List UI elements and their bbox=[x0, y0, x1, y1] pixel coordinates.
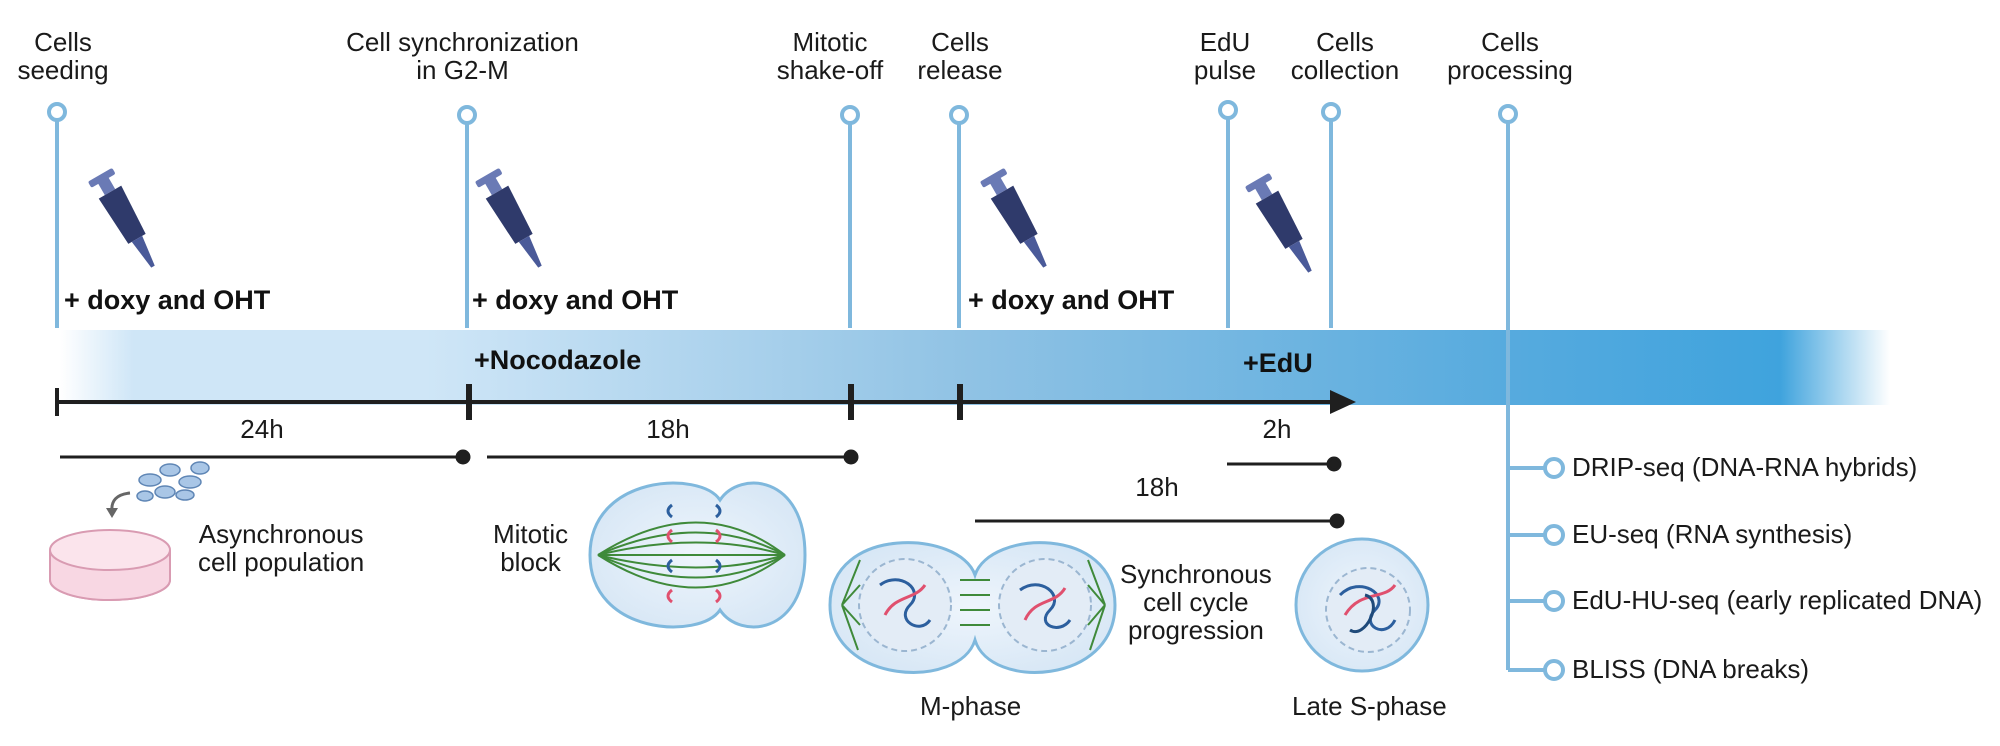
duration-label-18h-block: 18h bbox=[646, 414, 690, 444]
output-branches bbox=[1508, 457, 1565, 681]
pipette-icon bbox=[980, 168, 1047, 268]
treatment-doxy-oht: + doxy and OHT bbox=[472, 285, 679, 315]
duration-label-24h: 24h bbox=[240, 414, 284, 444]
time-axis bbox=[55, 384, 1335, 420]
stage-label-m-phase: M-phase bbox=[920, 691, 1022, 721]
treatment-edu: +EdU bbox=[1243, 348, 1313, 378]
treatment-nocodazole: +Nocodazole bbox=[474, 345, 642, 375]
duration-label-18h-release: 18h bbox=[1135, 472, 1179, 502]
treatment-doxy-oht: + doxy and OHT bbox=[968, 285, 1175, 315]
cell-cluster-icon bbox=[136, 461, 210, 502]
mitotic-cell-icon bbox=[588, 481, 807, 629]
output-drip-seq: DRIP-seq (DNA-RNA hybrids) bbox=[1572, 452, 1918, 482]
duration-bars bbox=[60, 449, 1345, 529]
pipette-icon bbox=[475, 168, 542, 268]
pipette-icon bbox=[1245, 173, 1312, 273]
output-edu-hu-seq: EdU-HU-seq (early replicated DNA) bbox=[1572, 585, 1983, 615]
petri-dish-icon bbox=[49, 491, 171, 601]
treatment-band bbox=[60, 330, 1890, 405]
duration-label-2h: 2h bbox=[1262, 414, 1292, 444]
stage-label-late-s-phase: Late S-phase bbox=[1292, 691, 1447, 721]
pipette-icon bbox=[88, 168, 155, 268]
treatment-doxy-oht: + doxy and OHT bbox=[64, 285, 271, 315]
output-eu-seq: EU-seq (RNA synthesis) bbox=[1572, 519, 1853, 549]
late-s-phase-cell-icon bbox=[1294, 537, 1430, 673]
timepoint-stems bbox=[47, 100, 1518, 670]
axis-arrowhead bbox=[1330, 390, 1356, 414]
m-phase-cell-icon bbox=[828, 541, 1117, 674]
output-bliss: BLISS (DNA breaks) bbox=[1572, 654, 1809, 684]
